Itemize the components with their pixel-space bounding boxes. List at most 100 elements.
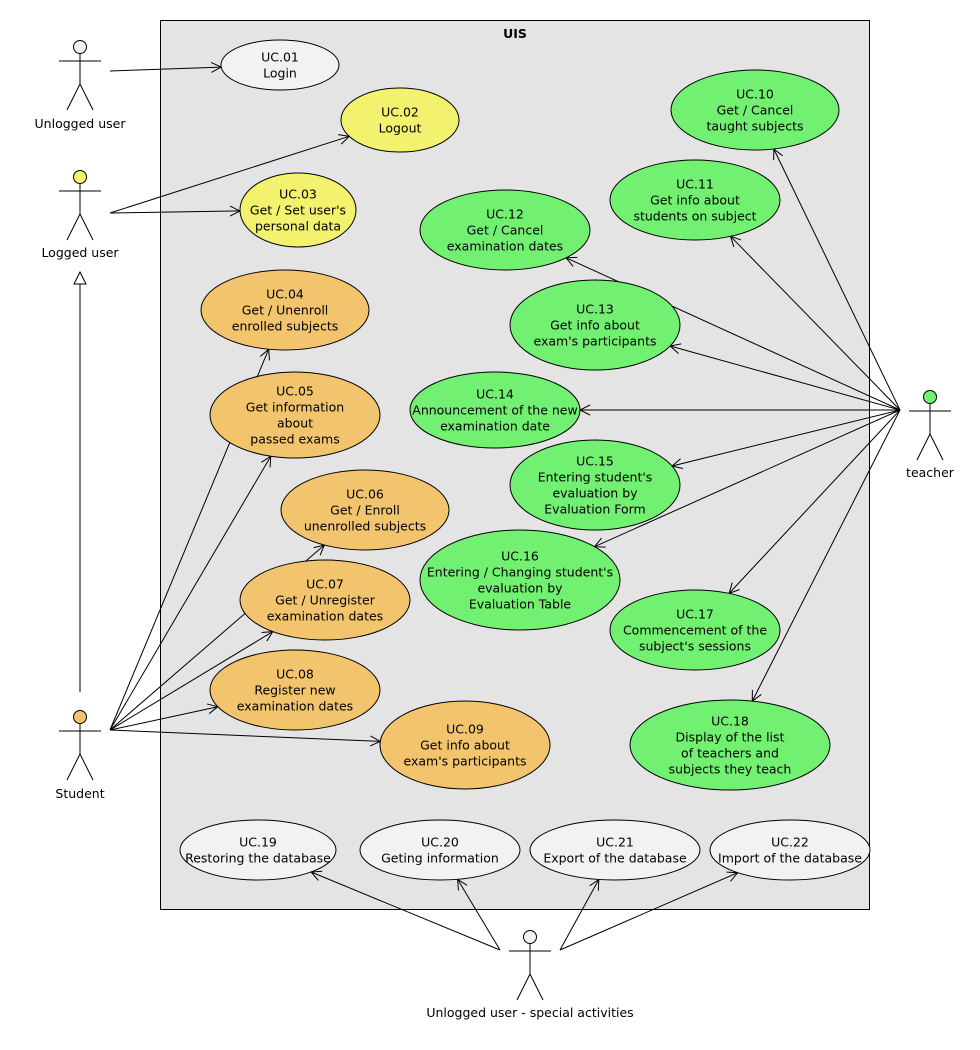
actor-label: Unlogged user <box>35 116 127 131</box>
use-case-label: examination dates <box>267 609 383 624</box>
use-case-id: UC.10 <box>736 87 774 102</box>
use-case-ellipse <box>179 819 337 881</box>
use-case-ellipse <box>239 172 357 248</box>
association-teacher-uc11 <box>731 236 901 411</box>
use-case-ellipse <box>609 589 781 671</box>
use-case-label: Geting information <box>381 851 499 866</box>
system-title: UIS <box>503 26 527 41</box>
use-case-label: taught subjects <box>706 119 803 134</box>
use-case-id: UC.19 <box>239 835 277 850</box>
use-case-label: Evaluation Table <box>469 597 572 612</box>
use-case-label: Get / Enroll <box>330 503 400 518</box>
actor-label: teacher <box>906 465 955 480</box>
use-case-label: Restoring the database <box>185 851 331 866</box>
use-case-id: UC.14 <box>476 387 514 402</box>
association-teacher-uc16 <box>595 409 901 547</box>
use-case-label: Register new <box>254 683 335 698</box>
use-case-ellipse <box>220 39 340 91</box>
association-special-uc20 <box>458 879 501 951</box>
actor-label: Student <box>55 786 104 801</box>
actor-label: Unlogged user - special activities <box>426 1005 633 1020</box>
use-case-id: UC.17 <box>676 607 714 622</box>
use-case-ellipse <box>529 819 701 881</box>
use-case-label: passed exams <box>250 432 339 447</box>
use-case-label: personal data <box>255 219 341 234</box>
use-case-ellipse <box>509 279 681 371</box>
use-case-label: Get info about <box>420 738 510 753</box>
use-case-ellipse <box>340 87 460 153</box>
actor-figure <box>909 403 951 461</box>
use-case-label: Get info about <box>550 318 640 333</box>
association-teacher-uc15 <box>672 409 901 466</box>
use-case-id: UC.15 <box>576 454 614 469</box>
use-case-label: Export of the database <box>543 851 687 866</box>
use-case-label: students on subject <box>633 209 756 224</box>
use-case-label: exam's participants <box>403 754 526 769</box>
use-case-ellipse <box>419 529 621 631</box>
association-teacher-uc17 <box>729 409 901 593</box>
use-case-label: examination date <box>440 419 550 434</box>
use-case-id: UC.07 <box>306 577 344 592</box>
actor-head <box>73 710 87 724</box>
use-case-label: about <box>277 416 313 431</box>
association-student-uc09 <box>109 729 380 741</box>
use-case-label: Commencement of the <box>623 623 767 638</box>
use-case-label: examination dates <box>237 699 353 714</box>
actor-head <box>73 170 87 184</box>
actor-head <box>523 930 537 944</box>
association-teacher-uc18 <box>752 409 901 701</box>
use-case-id: UC.01 <box>261 50 299 65</box>
association-student-uc07 <box>109 632 273 731</box>
actor-label: Logged user <box>41 245 119 260</box>
use-case-ellipse <box>509 439 681 531</box>
use-case-label: evaluation by <box>552 486 638 501</box>
use-case-label: Logout <box>379 121 422 136</box>
actor-student: Student <box>55 710 105 801</box>
use-case-ellipse <box>359 819 521 881</box>
actor-figure <box>59 183 101 241</box>
use-case-ellipse <box>709 819 871 881</box>
relationships <box>80 67 901 951</box>
use-case-ellipse <box>209 649 381 731</box>
use-case-id: UC.18 <box>711 714 749 729</box>
use-case-label: Get information <box>246 400 344 415</box>
use-case-label: Get / Unenroll <box>242 303 329 318</box>
use-case-ellipse <box>409 371 581 449</box>
use-case-id: UC.02 <box>381 105 419 120</box>
use-case-id: UC.16 <box>501 549 539 564</box>
use-case-label: of teachers and <box>681 746 779 761</box>
association-teacher-uc10 <box>774 149 901 411</box>
use-case-id: UC.09 <box>446 722 484 737</box>
use-case-ellipse <box>209 371 381 459</box>
use-case-id: UC.21 <box>596 835 634 850</box>
use-case-label: Entering / Changing student's <box>427 565 613 580</box>
association-logged-uc02 <box>109 136 349 214</box>
use-case-label: subject's sessions <box>639 639 751 654</box>
actor-unlogged: Unlogged user <box>35 40 127 131</box>
use-case-label: evaluation by <box>477 581 563 596</box>
use-case-ellipse <box>379 700 551 790</box>
use-case-label: Import of the database <box>718 851 862 866</box>
actor-figure <box>59 53 101 111</box>
use-case-label: subjects they teach <box>669 762 792 777</box>
use-case-label: Get / Cancel <box>467 223 544 238</box>
use-case-id: UC.22 <box>771 835 809 850</box>
actor-figure <box>509 943 551 1001</box>
